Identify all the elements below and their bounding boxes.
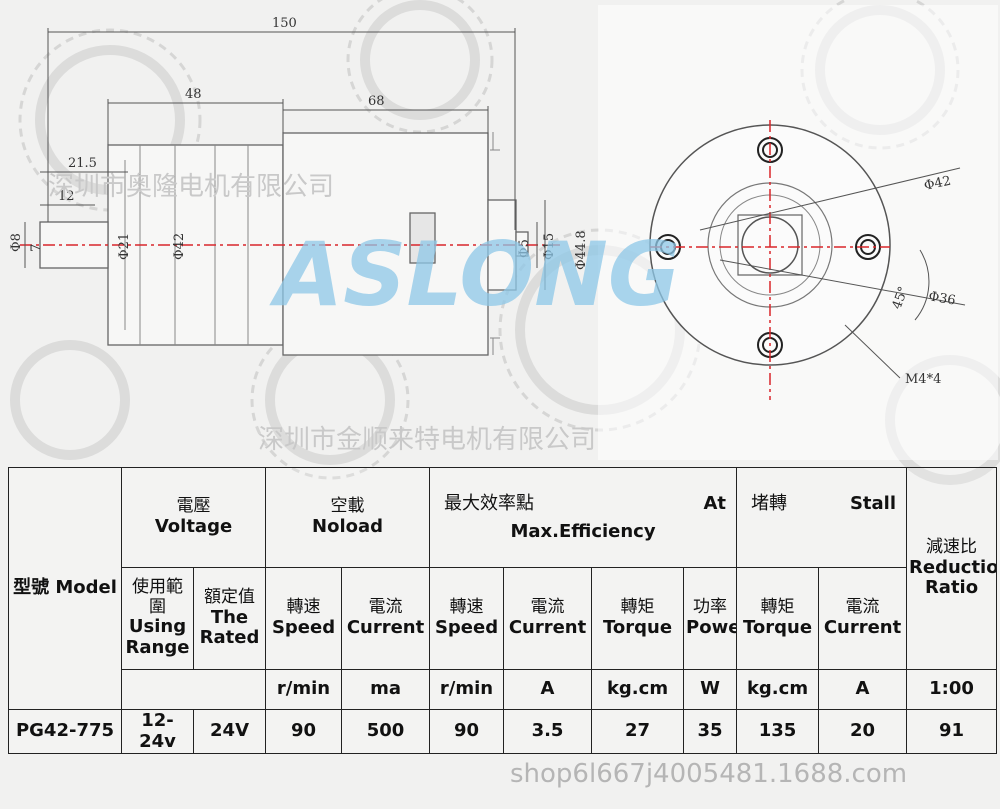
stall-current-value: 20 (818, 708, 908, 755)
front-view (649, 120, 966, 400)
dim-shaft-length: 21.5 (68, 156, 97, 171)
front-outer-dia: Φ42 (923, 174, 953, 194)
watermark-company-2: 深圳市金顺来特电机有限公司 (258, 425, 596, 455)
unit-cell: kg.cm (591, 669, 685, 710)
brand-logo-watermark: ASLONG (269, 223, 680, 326)
dim-motor-dia: Φ44.8 (574, 230, 589, 270)
dim-end-dia2: Φ15 (542, 233, 557, 260)
motor-drawing: 150 48 68 21.5 12 Φ8 7 Φ21 Φ42 Φ5 Φ15 Φ4… (9, 16, 966, 455)
watermark-company: 深圳市奥隆电机有限公司 (48, 172, 334, 202)
unit-cell: r/min (265, 669, 343, 710)
dim-end-dia: Φ5 (517, 239, 532, 258)
rated-value: 24V (192, 708, 267, 755)
dim-total-length: 150 (272, 16, 297, 31)
shop-url-watermark: shop6l667j4005481.1688.com (510, 759, 907, 789)
ratio-header: 減速比Reduction Ratio (906, 467, 998, 670)
dim-shaft-flat-dia: 7 (29, 244, 44, 252)
noload-current-value: 500 (341, 708, 431, 755)
eff-current-value: 3.5 (503, 708, 593, 755)
ratio-value: 91 (906, 708, 998, 755)
maxeff-header: 最大效率點 At Max.Efficiency (429, 467, 738, 568)
model-header: 型號 Model (8, 467, 122, 710)
unit-cell: 1:00 (906, 669, 998, 710)
eff-torque-value: 27 (591, 708, 685, 755)
noload-speed-value: 90 (265, 708, 343, 755)
table-row: PG42-775 12-24v 24V 90 500 90 3.5 27 35 … (8, 708, 998, 755)
eff-power-header: 功率Power (683, 567, 738, 670)
unit-cell: kg.cm (736, 669, 820, 710)
motor-body (282, 132, 489, 356)
front-holes: M4*4 (905, 372, 941, 387)
shop-watermark: shop6l667j4005481.1688.com (510, 759, 907, 789)
unit-cell: A (503, 669, 593, 710)
dim-gearbox-dia-small: Φ21 (117, 233, 132, 260)
dim-shaft-flat: 12 (58, 189, 75, 204)
dim-shaft-dia: Φ8 (9, 233, 24, 252)
dim-gearbox-length: 48 (185, 87, 202, 102)
eff-power-value: 35 (683, 708, 738, 755)
eff-speed-value: 90 (429, 708, 505, 755)
rear-shaft (515, 231, 529, 257)
front-pcd: Φ36 (927, 289, 956, 308)
unit-cell: r/min (429, 669, 505, 710)
unit-cell: ma (341, 669, 431, 710)
unit-cell: A (818, 669, 908, 710)
brush-window (409, 212, 436, 264)
range-value: 12-24v (121, 708, 194, 755)
dim-gearbox-dia: Φ42 (172, 233, 187, 260)
model-value: PG42-775 (8, 708, 122, 755)
unit-cell: W (683, 669, 738, 710)
stall-torque-value: 135 (736, 708, 820, 755)
dim-motor-length: 68 (368, 94, 385, 109)
stall-header: 堵轉 Stall (736, 467, 908, 568)
front-angle: 45° (890, 285, 912, 312)
unit-empty (120, 669, 267, 710)
